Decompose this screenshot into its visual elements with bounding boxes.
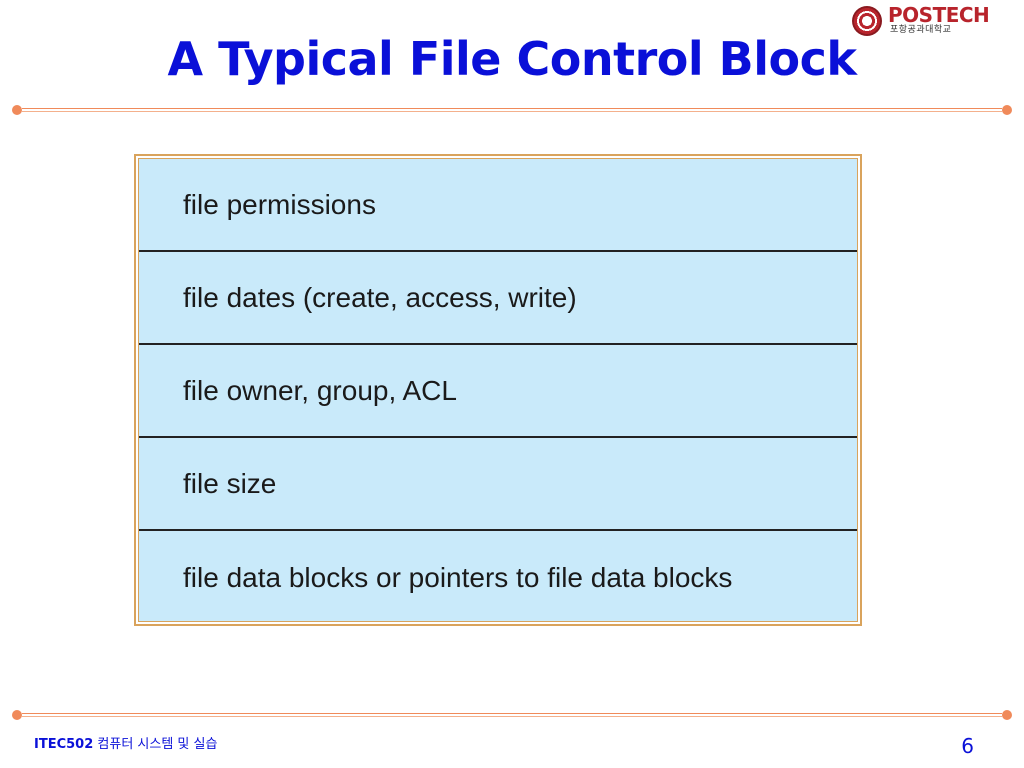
footer-course: ITEC502 컴퓨터 시스템 및 실습 (34, 736, 217, 754)
slide-title: A Typical File Control Block (167, 32, 857, 86)
course-code: ITEC502 (34, 737, 94, 752)
file-control-block-diagram: file permissions file dates (create, acc… (134, 154, 862, 626)
top-rule (12, 105, 1012, 115)
bottom-rule (12, 710, 1012, 720)
rule-dot-right (1002, 710, 1012, 720)
fcb-field-data-blocks: file data blocks or pointers to file dat… (183, 561, 733, 593)
rule-dot-left (12, 710, 22, 720)
file-control-block: file permissions file dates (create, acc… (138, 158, 858, 622)
fcb-field-size: file size (139, 438, 857, 531)
page-number: 6 (961, 734, 974, 758)
fcb-field-dates: file dates (create, access, write) (139, 252, 857, 345)
rule-dot-right (1002, 105, 1012, 115)
postech-logo: POSTECH 포항공과대학교 (852, 3, 990, 38)
course-name: 컴퓨터 시스템 및 실습 (97, 737, 218, 752)
logo-subtitle: 포항공과대학교 (890, 25, 952, 35)
rule-dot-left (12, 105, 22, 115)
fcb-field-owner: file owner, group, ACL (139, 345, 857, 438)
logo-wordmark: POSTECH (888, 3, 990, 27)
university-seal-icon (852, 6, 882, 36)
fcb-field-permissions: file permissions (139, 159, 857, 252)
